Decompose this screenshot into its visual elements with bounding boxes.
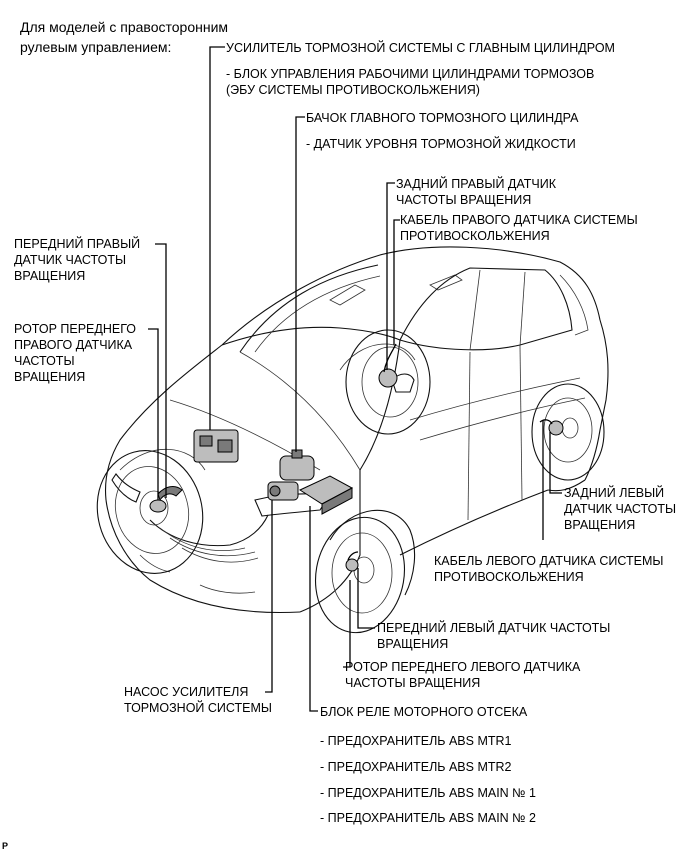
label-relay-block: БЛОК РЕЛЕ МОТОРНОГО ОТСЕКА [320,705,528,719]
label-fr-rotor-line3: ЧАСТОТЫ [14,354,75,368]
label-rl-cable-line1: КАБЕЛЬ ЛЕВОГО ДАТЧИКА СИСТЕМЫ [434,554,664,568]
label-rl-sensor-line1: ЗАДНИЙ ЛЕВЫЙ [564,486,665,500]
label-fluid-sensor: - ДАТЧИК УРОВНЯ ТОРМОЗНОЙ ЖИДКОСТИ [306,137,576,151]
label-pump-line1: НАСОС УСИЛИТЕЛЯ [124,685,249,699]
header-line-2: рулевым управлением: [20,39,172,55]
label-fr-rotor-line2: ПРАВОГО ДАТЧИКА [14,338,133,352]
rear-right-wheel [345,329,431,435]
label-fr-sensor-line1: ПЕРЕДНИЙ ПРАВЫЙ [14,237,141,251]
header-line-1: Для моделей с правосторонним [20,19,229,35]
leader-lines [148,46,562,712]
label-ecu-line2: (ЭБУ СИСТЕМЫ ПРОТИВОСКОЛЬЖЕНИЯ) [226,83,480,97]
label-fuse-1: - ПРЕДОХРАНИТЕЛЬ ABS MTR1 [320,734,512,748]
label-rr-cable-line2: ПРОТИВОСКОЛЬЖЕНИЯ [400,229,550,243]
label-fl-sensor-line1: ПЕРЕДНИЙ ЛЕВЫЙ ДАТЧИК ЧАСТОТЫ [377,621,611,635]
label-fr-sensor-line3: ВРАЩЕНИЯ [14,269,86,283]
front-right-wheel [96,450,204,574]
label-fr-sensor-line2: ДАТЧИК ЧАСТОТЫ [14,253,127,267]
front-left-sensor-part [345,551,359,572]
label-rl-cable-line2: ПРОТИВОСКОЛЬЖЕНИЯ [434,570,584,584]
rear-left-wheel [531,383,605,481]
label-rr-sensor-line1: ЗАДНИЙ ПРАВЫЙ ДАТЧИК [396,177,556,191]
label-booster: УСИЛИТЕЛЬ ТОРМОЗНОЙ СИСТЕМЫ С ГЛАВНЫМ ЦИ… [226,41,615,55]
rear-left-sensor-part [539,419,564,436]
label-fuse-2: - ПРЕДОХРАНИТЕЛЬ ABS MTR2 [320,760,512,774]
brake-booster-part [193,429,239,463]
label-rl-sensor-line2: ДАТЧИК ЧАСТОТЫ [564,502,677,516]
label-fr-rotor-line1: РОТОР ПЕРЕДНЕГО [14,322,137,336]
label-fl-sensor-line2: ВРАЩЕНИЯ [377,637,449,651]
label-fr-rotor-line4: ВРАЩЕНИЯ [14,370,86,384]
footer-mark: P [2,841,9,851]
label-reservoir: БАЧОК ГЛАВНОГО ТОРМОЗНОГО ЦИЛИНДРА [306,111,579,125]
rear-right-sensor-part [378,343,398,388]
reservoir-part [279,449,315,481]
label-fuse-3: - ПРЕДОХРАНИТЕЛЬ ABS MAIN № 1 [320,786,537,800]
label-fl-rotor-line2: ЧАСТОТЫ ВРАЩЕНИЯ [345,676,481,690]
label-fuse-4: - ПРЕДОХРАНИТЕЛЬ ABS MAIN № 2 [320,811,537,825]
label-ecu-line1: - БЛОК УПРАВЛЕНИЯ РАБОЧИМИ ЦИЛИНДРАМИ ТО… [226,67,595,81]
label-pump-line2: ТОРМОЗНОЙ СИСТЕМЫ [124,701,272,715]
label-rr-cable-line1: КАБЕЛЬ ПРАВОГО ДАТЧИКА СИСТЕМЫ [400,213,638,227]
label-fl-rotor-line1: РОТОР ПЕРЕДНЕГО ЛЕВОГО ДАТЧИКА [345,660,581,674]
pump-part [267,481,299,501]
relay-block-part [298,475,354,515]
label-rr-sensor-line2: ЧАСТОТЫ ВРАЩЕНИЯ [396,193,532,207]
label-rl-sensor-line3: ВРАЩЕНИЯ [564,518,636,532]
